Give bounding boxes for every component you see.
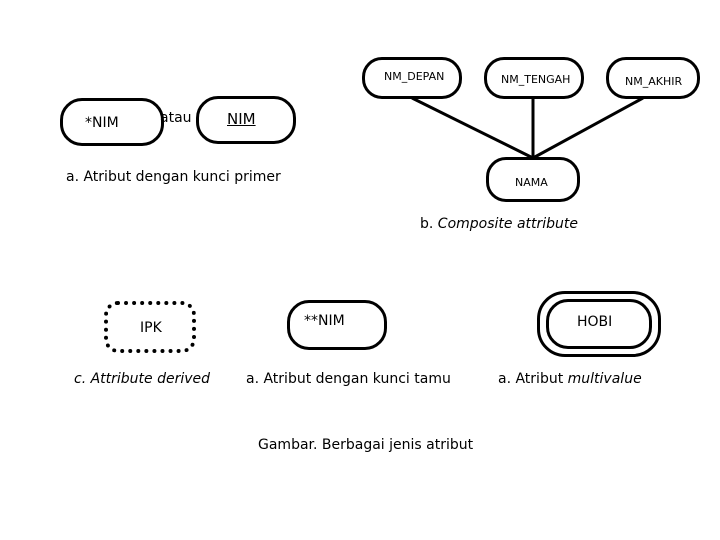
caption-derived: c. Attribute derived bbox=[74, 371, 211, 387]
caption-multivalue: a. Atribut multivalue bbox=[498, 371, 642, 387]
attribute-nm-akhir: NM_AKHIR bbox=[606, 57, 700, 99]
attribute-double-starred-nim: **NIM bbox=[287, 300, 387, 350]
figure-caption: Gambar. Berbagai jenis atribut bbox=[258, 437, 474, 453]
attribute-ipk-label: IPK bbox=[140, 320, 162, 336]
attribute-nm-depan-label: NM_DEPAN bbox=[384, 70, 445, 83]
attribute-starred-nim: *NIM bbox=[60, 98, 164, 146]
caption-multivalue-italic: multivalue bbox=[567, 371, 642, 387]
attribute-starred-nim-label: *NIM bbox=[85, 115, 119, 131]
caption-multivalue-prefix: a. Atribut bbox=[498, 371, 564, 387]
attribute-hobi-label: HOBI bbox=[577, 314, 613, 330]
caption-foreign-key: a. Atribut dengan kunci tamu bbox=[246, 371, 451, 387]
attribute-nama-label: NAMA bbox=[515, 176, 548, 189]
attribute-underlined-nim: NIM bbox=[196, 96, 296, 144]
attribute-nm-tengah-label: NM_TENGAH bbox=[501, 73, 571, 86]
caption-composite-prefix: b. bbox=[420, 216, 434, 232]
attribute-nm-akhir-label: NM_AKHIR bbox=[625, 75, 683, 88]
attribute-underlined-nim-label: NIM bbox=[227, 110, 256, 128]
connector-nm-depan bbox=[411, 96, 534, 160]
attribute-double-starred-nim-label: **NIM bbox=[304, 313, 345, 329]
or-word: atau bbox=[160, 110, 192, 126]
caption-composite: b. Composite attribute bbox=[420, 216, 578, 232]
attribute-nm-tengah: NM_TENGAH bbox=[484, 57, 584, 99]
caption-composite-italic: Composite attribute bbox=[437, 216, 579, 232]
attribute-nm-depan: NM_DEPAN bbox=[362, 57, 462, 99]
attribute-hobi: HOBI bbox=[546, 299, 652, 349]
attribute-ipk: IPK bbox=[104, 301, 196, 353]
attribute-nama: NAMA bbox=[486, 157, 580, 202]
caption-primary-key: a. Atribut dengan kunci primer bbox=[66, 169, 281, 185]
connector-nm-akhir bbox=[532, 96, 644, 160]
